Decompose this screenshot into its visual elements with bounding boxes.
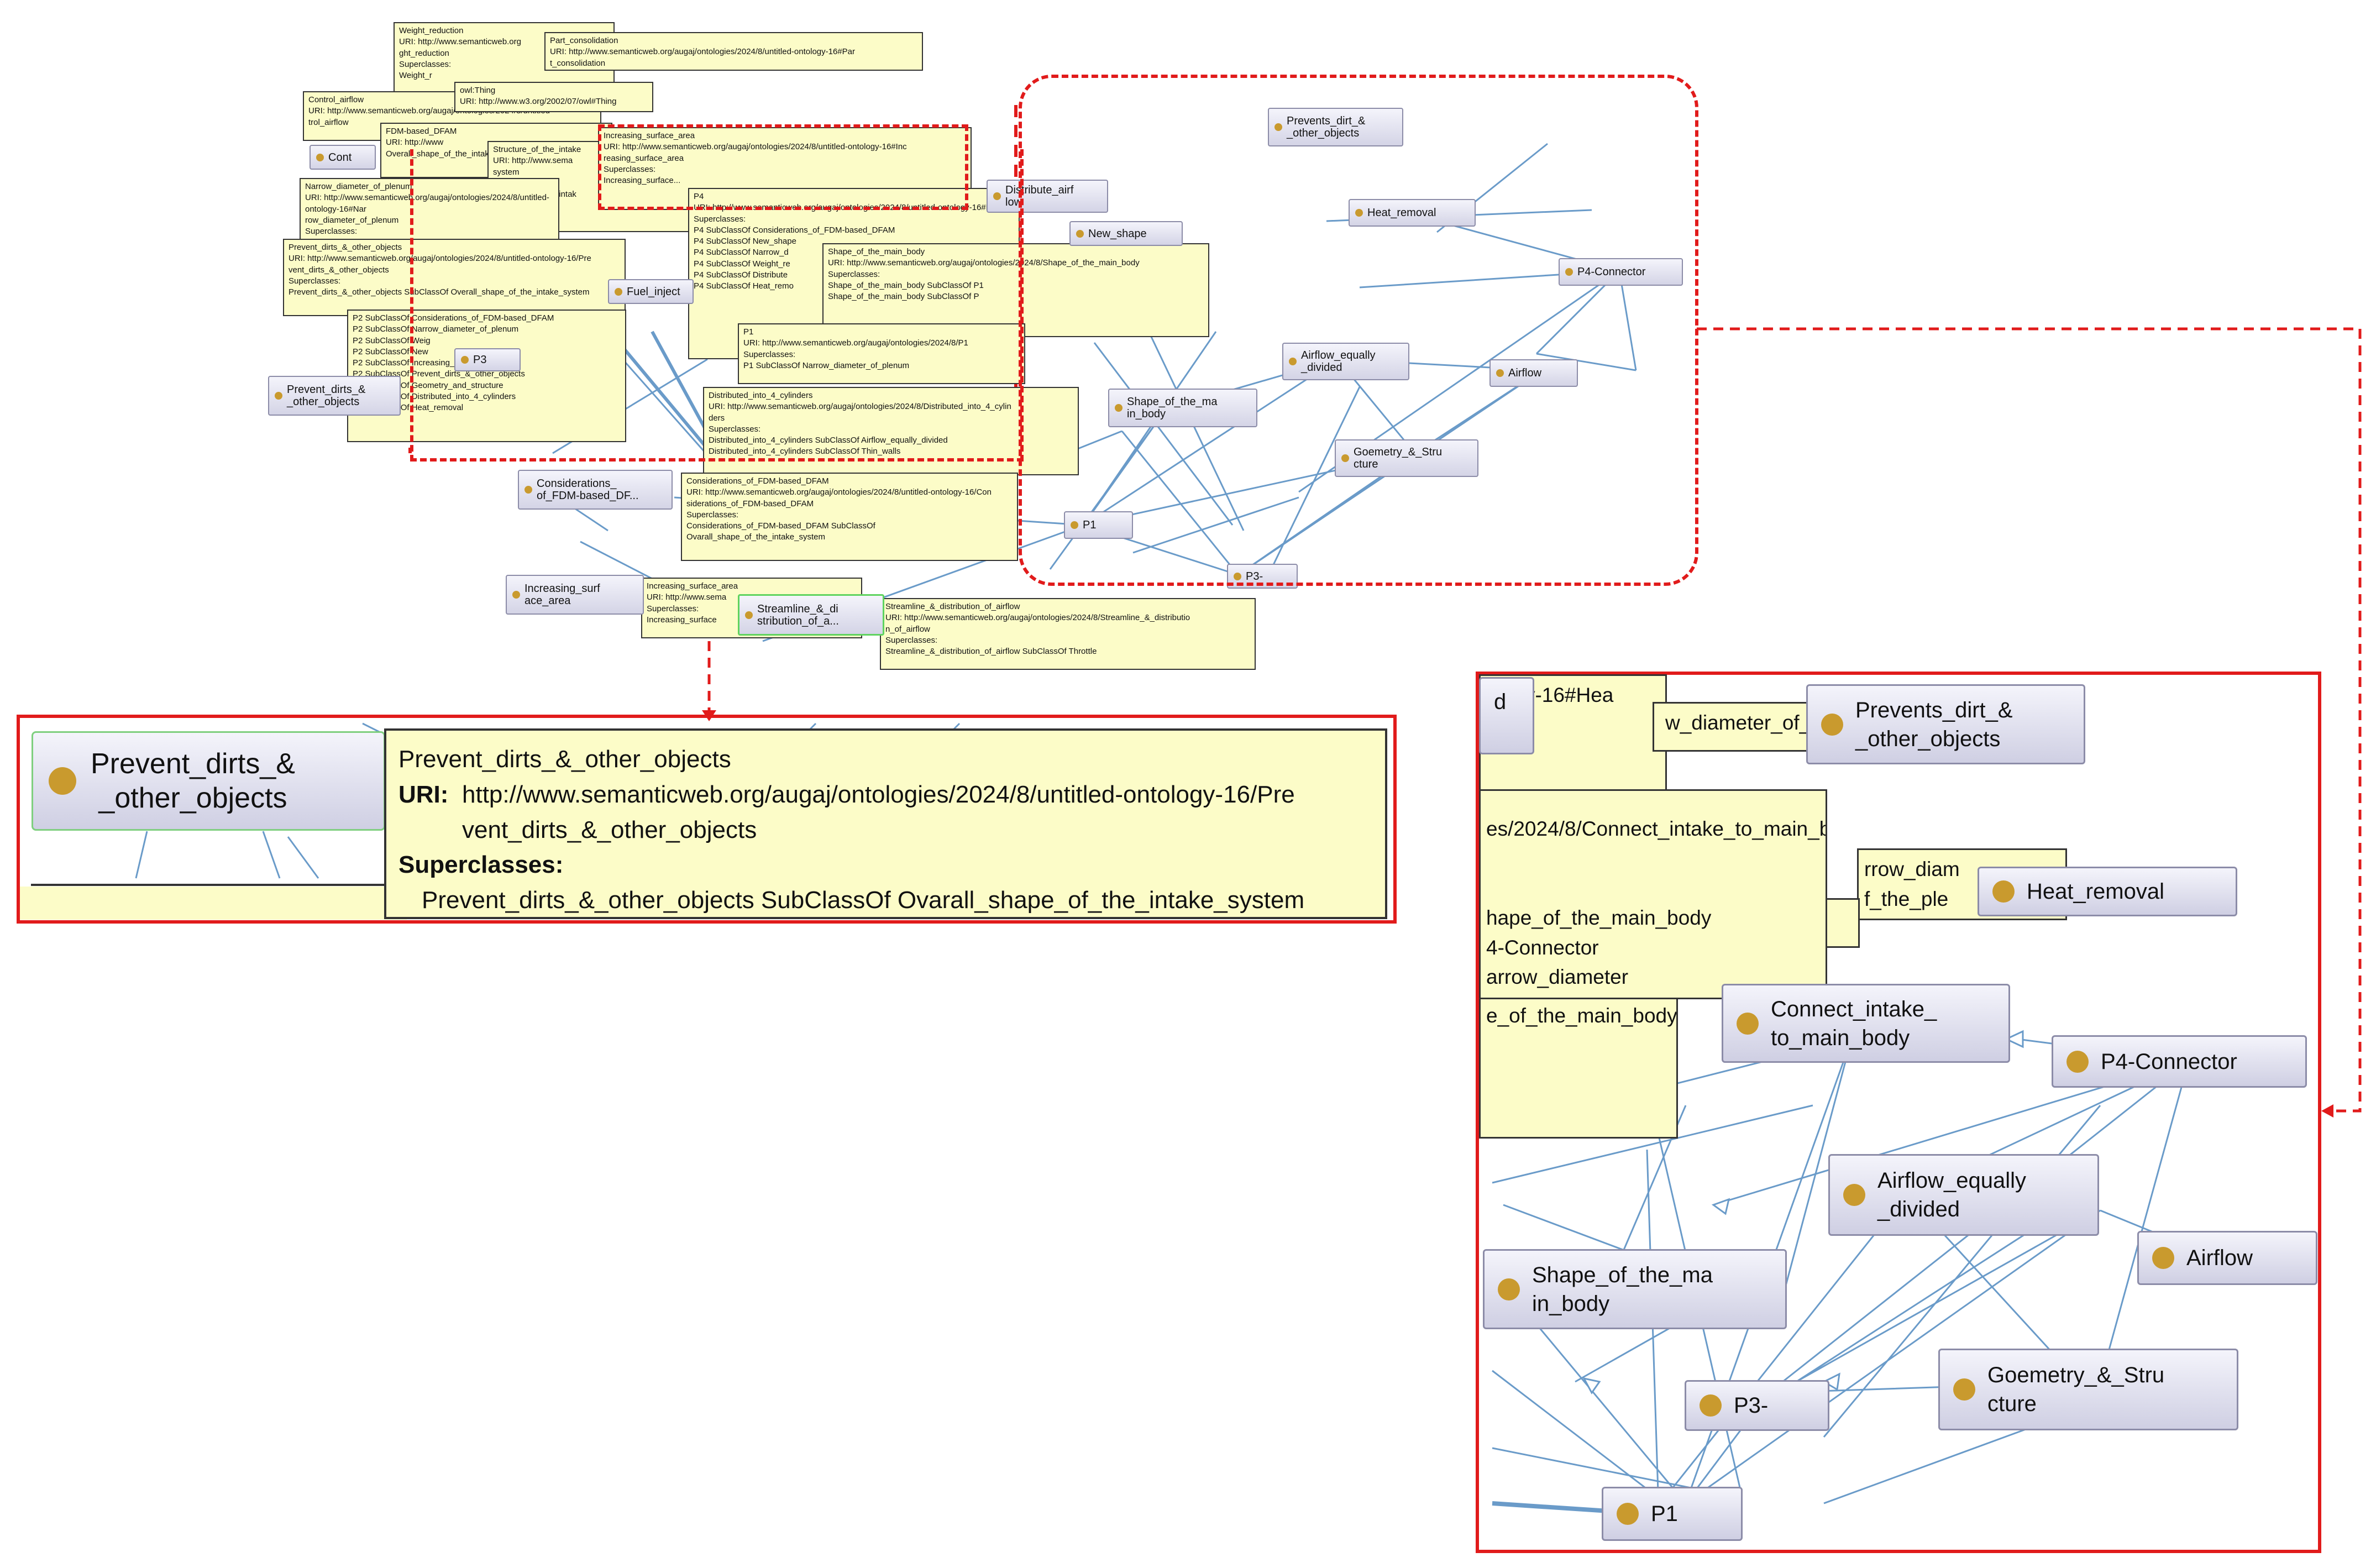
- tooltip-p1: P1 URI: http://www.semanticweb.org/augaj…: [738, 323, 1025, 384]
- zoom-node-heat-removal[interactable]: Heat_removal: [1978, 867, 2237, 916]
- zoom-fragment-shape: e_of_the_main_body: [1479, 995, 1678, 1139]
- uri-value: http://www.semanticweb.org/augaj/ontolog…: [462, 780, 1295, 843]
- class-dot-icon: [615, 287, 622, 296]
- node-heat-removal[interactable]: Heat_removal: [1349, 199, 1476, 227]
- tooltip-part-consolidation: Part_consolidation URI: http://www.seman…: [544, 32, 923, 71]
- node-prevents-dirt[interactable]: Prevents_dirt_& _other_objects: [1268, 108, 1403, 146]
- tooltip-shape-main-body: Shape_of_the_main_body URI: http://www.s…: [822, 243, 1209, 337]
- node-increasing-surface-area[interactable]: Increasing_surf ace_area: [506, 575, 644, 615]
- tooltip-considerations-fdm: Considerations_of_FDM-based_DFAM URI: ht…: [681, 473, 1018, 561]
- class-dot-icon: [1617, 1503, 1639, 1525]
- zoom-panel-left: [17, 715, 1397, 924]
- class-dot-icon: [1496, 369, 1504, 377]
- zoom-node-shape-main-body[interactable]: Shape_of_the_ma in_body: [1483, 1249, 1787, 1329]
- zoom-left-edges: [20, 722, 961, 920]
- class-dot-icon: [461, 356, 469, 364]
- zoom-fragment-connect: es/2024/8/Connect_intake_to_main_b hape_…: [1479, 789, 1827, 999]
- zoom-node-p1[interactable]: P1: [1602, 1487, 1743, 1541]
- node-p3[interactable]: P3: [454, 348, 521, 371]
- class-dot-icon: [1565, 268, 1573, 276]
- class-dot-icon: [1234, 572, 1241, 580]
- dashed-selection-overview: [410, 149, 1024, 462]
- node-shape-main-body[interactable]: Shape_of_the_ma in_body: [1108, 389, 1257, 427]
- class-dot-icon: [524, 486, 532, 494]
- class-dot-icon: [1289, 358, 1297, 365]
- class-dot-icon: [2152, 1247, 2174, 1269]
- class-dot-icon: [745, 611, 753, 619]
- node-considerations-fdm[interactable]: Considerations_ of_FDM-based_DF...: [518, 470, 673, 510]
- tooltip-owl-thing: owl:Thing URI: http://www.w3.org/2002/07…: [454, 82, 653, 112]
- class-dot-icon: [1274, 123, 1282, 131]
- node-p4-connector[interactable]: P4-Connector: [1559, 258, 1683, 286]
- class-dot-icon: [1498, 1278, 1520, 1300]
- class-dot-icon: [1071, 521, 1078, 529]
- class-dot-icon: [49, 767, 76, 795]
- zoom-node-connect-intake[interactable]: Connect_intake_ to_main_body: [1722, 984, 2010, 1063]
- zoom-node-p3[interactable]: P3-: [1685, 1380, 1829, 1431]
- class-dot-icon: [512, 591, 520, 599]
- node-airflow-equally-divided[interactable]: Airflow_equally _divided: [1282, 343, 1409, 380]
- uri-label: URI:: [398, 780, 449, 808]
- class-dot-icon: [2066, 1050, 2089, 1073]
- class-dot-icon: [1115, 404, 1123, 412]
- node-fuel-injector[interactable]: Fuel_inject: [608, 279, 694, 304]
- node-geometry-structure[interactable]: Goemetry_&_Stru cture: [1335, 439, 1478, 477]
- node-new-shape[interactable]: New_shape: [1069, 221, 1183, 246]
- node-airflow[interactable]: Airflow: [1489, 359, 1578, 387]
- zoom-node-airflow[interactable]: Airflow: [2137, 1231, 2317, 1285]
- class-dot-icon: [316, 153, 324, 161]
- tooltip-streamline-distribution: Streamline_&_distribution_of_airflow URI…: [880, 598, 1256, 670]
- class-dot-icon: [993, 192, 1001, 200]
- dashed-selection-small: [598, 124, 968, 210]
- zoom-panel-right: [1476, 672, 2321, 1553]
- class-dot-icon: [1355, 209, 1363, 217]
- class-dot-icon: [1700, 1394, 1722, 1417]
- class-dot-icon: [1076, 229, 1084, 238]
- class-dot-icon: [1992, 880, 2015, 903]
- dashed-selection-region: [1019, 75, 1698, 586]
- node-p1[interactable]: P1: [1064, 511, 1133, 539]
- tooltip-title: Prevent_dirts_&_other_objects: [398, 746, 731, 773]
- superclasses-label: Superclasses:: [398, 851, 564, 879]
- zoom-node-p4-connector[interactable]: P4-Connector: [2052, 1035, 2307, 1088]
- class-dot-icon: [1953, 1378, 1975, 1401]
- zoom-node-d[interactable]: d: [1479, 677, 1534, 754]
- superclass-value: Prevent_dirts_&_other_objects SubClassOf…: [422, 887, 1305, 914]
- class-dot-icon: [275, 392, 282, 400]
- zoom-node-geometry-structure[interactable]: Goemetry_&_Stru cture: [1938, 1349, 2238, 1430]
- zoom-node-prevent-dirts[interactable]: Prevent_dirts_& _other_objects: [32, 731, 385, 831]
- node-streamline-distribution[interactable]: Streamline_&_di stribution_of_a...: [738, 594, 884, 636]
- tooltip-prevent-dirts-overview: Prevent_dirts_&_other_objects URI: http:…: [283, 239, 626, 316]
- node-prevent-dirts-overview[interactable]: Prevent_dirts_& _other_objects: [268, 376, 401, 416]
- class-dot-icon: [1737, 1012, 1759, 1035]
- class-dot-icon: [1821, 713, 1843, 736]
- node-control-airflow-short[interactable]: Cont: [310, 145, 376, 170]
- zoom-node-airflow-equally[interactable]: Airflow_equally _divided: [1828, 1154, 2099, 1236]
- tooltip-narrow-diameter: Narrow_diameter_of_plenum URI: http://ww…: [300, 178, 559, 244]
- class-dot-icon: [1341, 454, 1349, 462]
- zoom-tooltip-prevent-dirts: Prevent_dirts_&_other_objects URI: http:/…: [384, 728, 1387, 919]
- zoom-node-prevents-dirt[interactable]: Prevents_dirt_& _other_objects: [1806, 684, 2085, 764]
- class-dot-icon: [1843, 1184, 1865, 1206]
